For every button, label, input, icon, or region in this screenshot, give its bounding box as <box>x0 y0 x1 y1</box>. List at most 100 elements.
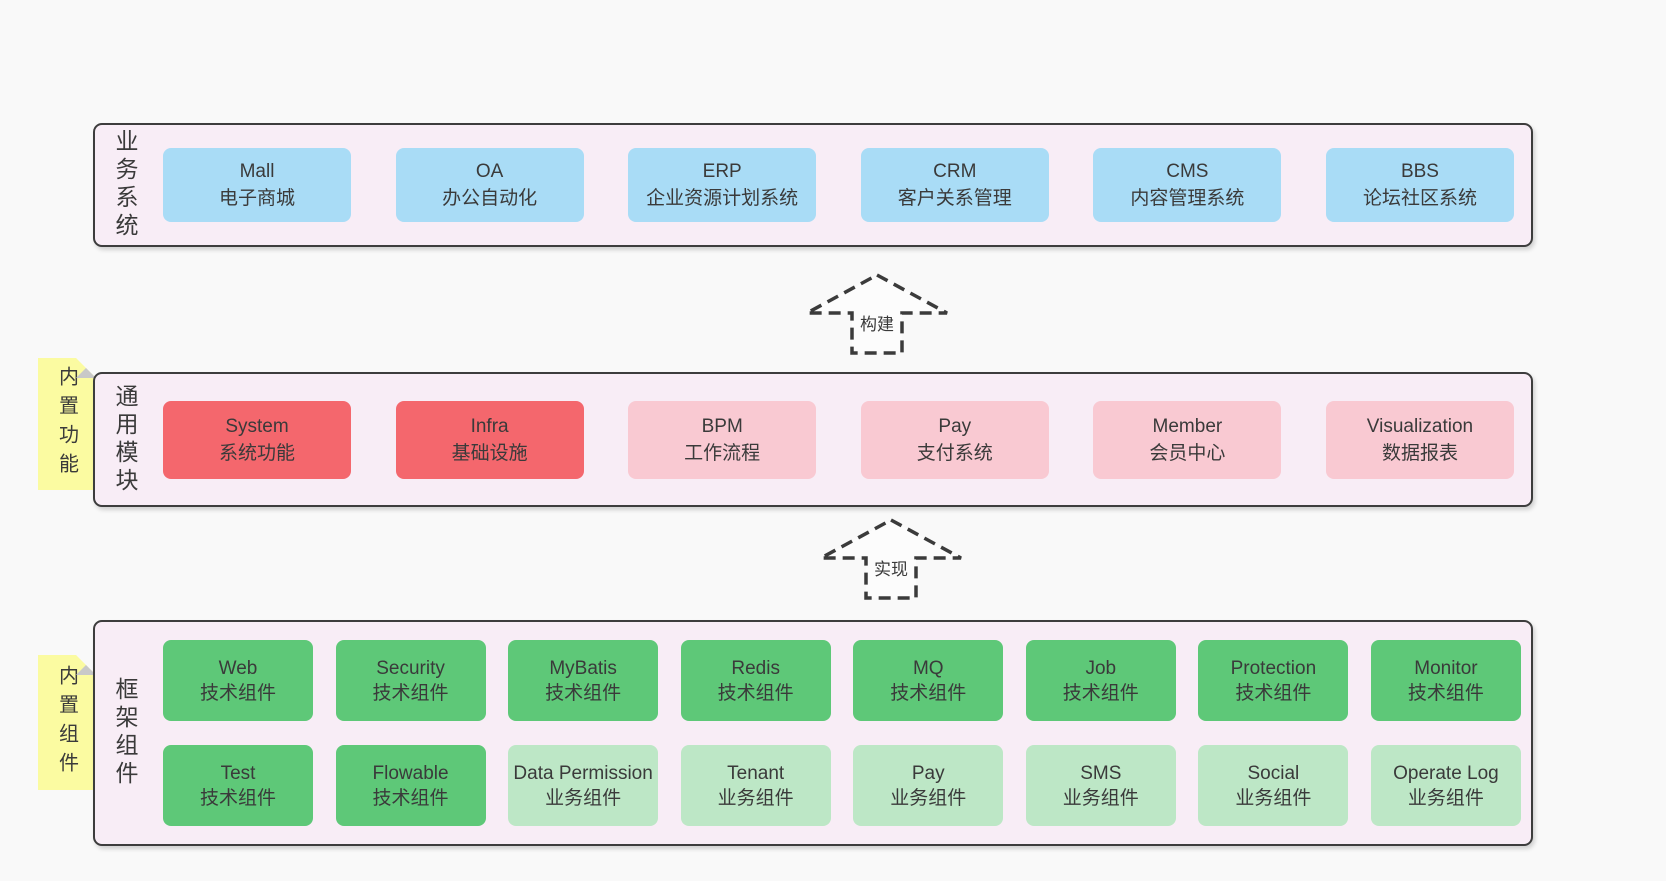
box-desc: 企业资源计划系统 <box>646 188 799 209</box>
box-mall: Mall 电子商城 <box>163 148 351 222</box>
box-cms: CMS 内容管理系统 <box>1093 148 1282 222</box>
box-desc: 技术组件 <box>199 787 276 809</box>
box-security: Security 技术组件 <box>335 640 486 721</box>
box-desc: 技术组件 <box>717 682 794 704</box>
box-desc: 技术组件 <box>372 682 449 704</box>
box-name: Infra <box>470 415 509 437</box>
box-desc: 技术组件 <box>890 682 967 704</box>
box-desc: 技术组件 <box>545 682 622 704</box>
implement-arrow-label: 实现 <box>871 554 911 581</box>
box-name: Job <box>1085 657 1117 679</box>
box-desc: 电子商城 <box>218 188 295 209</box>
box-mq: MQ 技术组件 <box>853 640 1004 721</box>
box-name: Visualization <box>1366 415 1474 437</box>
box-flowable: Flowable 技术组件 <box>335 745 486 826</box>
box-social: Social 业务组件 <box>1198 745 1349 826</box>
box-member: Member 会员中心 <box>1093 400 1282 479</box>
panel-framework-components: 框架组件 Web 技术组件 Security 技术组件 MyBatis 技术组件… <box>93 620 1533 846</box>
box-desc: 内容管理系统 <box>1130 188 1245 209</box>
panel-label-business-systems: 业务系统 <box>112 129 138 241</box>
box-tenant: Tenant 业务组件 <box>680 745 831 826</box>
box-desc: 业务组件 <box>1407 787 1484 809</box>
box-visualization: Visualization 数据报表 <box>1325 400 1514 479</box>
box-desc: 客户关系管理 <box>897 188 1012 209</box>
box-desc: 数据报表 <box>1381 442 1458 464</box>
sticky-note-built-in-components: 内置组件 <box>38 655 96 790</box>
box-name: Member <box>1152 415 1223 437</box>
box-desc: 业务组件 <box>890 787 967 809</box>
box-name: Web <box>218 657 258 679</box>
sticky-note-label: 内置组件 <box>55 664 78 781</box>
box-desc: 技术组件 <box>1062 682 1139 704</box>
box-name: Pay <box>938 415 972 437</box>
box-crm: CRM 客户关系管理 <box>860 148 1049 222</box>
box-desc: 业务组件 <box>1235 787 1312 809</box>
box-pay: Pay 支付系统 <box>860 400 1049 479</box>
component-rows: Web 技术组件 Security 技术组件 MyBatis 技术组件 Redi… <box>142 640 1531 826</box>
box-name: Test <box>220 762 256 784</box>
box-bbs: BBS 论坛社区系统 <box>1325 148 1514 222</box>
business-boxes-row: Mall 电子商城 OA 办公自动化 ERP 企业资源计划系统 CRM 客户关系… <box>142 148 1531 222</box>
box-bpm: BPM 工作流程 <box>628 400 817 479</box>
box-name: Security <box>376 657 445 679</box>
box-web: Web 技术组件 <box>163 640 313 721</box>
box-name: Redis <box>731 657 780 679</box>
box-protection: Protection 技术组件 <box>1198 640 1349 721</box>
box-name: Social <box>1247 762 1300 784</box>
box-name: MyBatis <box>549 657 617 679</box>
box-data-permission: Data Permission 业务组件 <box>508 745 659 826</box>
box-oa: OA 办公自动化 <box>395 148 584 222</box>
box-name: ERP <box>702 161 742 182</box>
box-name: BBS <box>1400 161 1439 182</box>
box-job: Job 技术组件 <box>1025 640 1176 721</box>
box-name: Flowable <box>372 762 449 784</box>
box-pay-biz: Pay 业务组件 <box>853 745 1004 826</box>
box-sms: SMS 业务组件 <box>1025 745 1176 826</box>
box-desc: 系统功能 <box>218 442 295 464</box>
box-name: Mall <box>239 161 275 182</box>
box-desc: 会员中心 <box>1149 442 1226 464</box>
implement-arrow-icon: 实现 <box>819 518 963 600</box>
panel-label-common-modules: 通用模块 <box>112 383 138 496</box>
box-desc: 业务组件 <box>545 787 622 809</box>
box-erp: ERP 企业资源计划系统 <box>628 148 817 222</box>
box-desc: 基础设施 <box>451 442 528 464</box>
box-name: SMS <box>1080 762 1122 784</box>
box-desc: 技术组件 <box>372 787 449 809</box>
box-infra: Infra 基础设施 <box>395 400 584 479</box>
box-name: MQ <box>912 657 944 679</box>
box-name: CMS <box>1166 161 1209 182</box>
box-test: Test 技术组件 <box>163 745 313 826</box>
box-desc: 技术组件 <box>1235 682 1312 704</box>
box-name: Protection <box>1230 657 1317 679</box>
box-operate-log: Operate Log 业务组件 <box>1370 745 1521 826</box>
build-arrow-icon: 构建 <box>805 273 949 355</box>
panel-business-systems: 业务系统 Mall 电子商城 OA 办公自动化 ERP 企业资源计划系统 CRM… <box>93 123 1533 247</box>
box-desc: 论坛社区系统 <box>1362 188 1477 209</box>
box-monitor: Monitor 技术组件 <box>1370 640 1521 721</box>
box-name: CRM <box>933 161 977 182</box>
panel-label-framework-components: 框架组件 <box>112 677 138 789</box>
component-row-tech: Web 技术组件 Security 技术组件 MyBatis 技术组件 Redi… <box>163 640 1521 721</box>
box-desc: 办公自动化 <box>442 188 538 209</box>
sticky-note-label: 内置功能 <box>55 366 78 482</box>
box-name: Data Permission <box>513 762 653 784</box>
box-desc: 业务组件 <box>717 787 794 809</box>
box-desc: 支付系统 <box>916 442 993 464</box>
box-system: System 系统功能 <box>163 400 351 479</box>
box-name: BPM <box>701 415 743 437</box>
build-arrow-label: 构建 <box>857 309 897 336</box>
box-name: Pay <box>911 762 945 784</box>
box-name: Monitor <box>1414 657 1478 679</box>
box-desc: 技术组件 <box>199 682 276 704</box>
component-row-biz: Test 技术组件 Flowable 技术组件 Data Permission … <box>163 745 1521 826</box>
box-name: Tenant <box>727 762 785 784</box>
module-boxes-row: System 系统功能 Infra 基础设施 BPM 工作流程 Pay 支付系统… <box>142 400 1531 479</box>
box-desc: 工作流程 <box>684 442 761 464</box>
panel-common-modules: 通用模块 System 系统功能 Infra 基础设施 BPM 工作流程 Pay… <box>93 372 1533 507</box>
box-desc: 业务组件 <box>1062 787 1139 809</box>
box-mybatis: MyBatis 技术组件 <box>508 640 659 721</box>
sticky-note-built-in-features: 内置功能 <box>38 358 96 490</box>
box-name: System <box>225 415 289 437</box>
